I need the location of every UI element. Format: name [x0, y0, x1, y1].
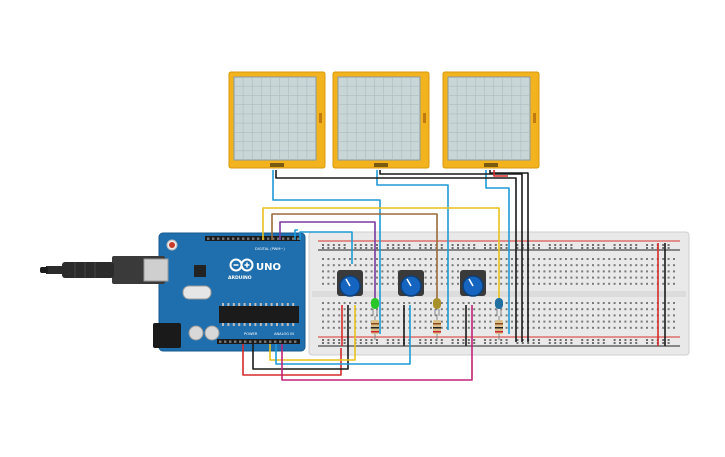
resistor-1[interactable]: [371, 316, 379, 340]
arduino-brand-text: ARDUINO: [228, 275, 252, 281]
atmega-chip: [219, 306, 299, 323]
digital-header-label: DIGITAL (PWM~): [255, 247, 285, 251]
wire-blue-header: [294, 229, 298, 240]
usb-cable: [40, 262, 114, 278]
analog-header-label: ANALOG IN: [274, 332, 294, 336]
sensor-module-1[interactable]: [228, 71, 326, 169]
power-analog-header[interactable]: [217, 339, 300, 344]
usb-port: [143, 258, 169, 282]
resistor-3[interactable]: [495, 316, 503, 340]
capacitor-1: [188, 325, 204, 341]
power-jack: [153, 323, 181, 348]
wire-sensor3-signal: [485, 170, 510, 334]
wire-sensor1-ground: [275, 170, 517, 342]
potentiometer-3[interactable]: [460, 270, 486, 297]
sensor-module-2[interactable]: [332, 71, 430, 169]
sensor-screen-1: [233, 76, 317, 161]
wire-yellow-a0: [269, 305, 356, 361]
arduino-uno-board[interactable]: UNO ARDUINO DIGITAL (PWM~) POWER ANALOG …: [112, 232, 306, 352]
sensor-module-3[interactable]: [442, 71, 540, 169]
resistor-2[interactable]: [433, 316, 441, 340]
sensor-screen-2: [337, 76, 421, 161]
potentiometer-2[interactable]: [398, 270, 424, 297]
wire-black-gnd: [252, 305, 349, 370]
wire-sensor-power: [493, 170, 508, 177]
potentiometer-1[interactable]: [337, 270, 363, 297]
led-green[interactable]: [371, 298, 379, 316]
uno-logo-text: UNO: [256, 262, 281, 273]
atmega-chip-pins: [222, 303, 295, 326]
wire-brown: [271, 213, 438, 300]
wire-purple: [279, 221, 376, 300]
wire-magenta-a2: [281, 305, 473, 381]
led-blue[interactable]: [495, 298, 503, 316]
wire-sensor1-signal: [272, 170, 381, 334]
wire-red-5v: [242, 344, 342, 376]
crystal-oscillator: [182, 285, 212, 300]
power-header-label: POWER: [244, 332, 258, 336]
reset-button-cap: [169, 242, 175, 248]
wire-blue-a1: [275, 305, 411, 365]
wire-yellow: [262, 207, 500, 300]
wire-blue-pot1: [299, 231, 353, 264]
led-yellow[interactable]: [433, 298, 441, 316]
sensor-screen-3: [447, 76, 531, 161]
wire-sensor3-ground: [489, 170, 529, 342]
capacitor-2: [204, 325, 220, 341]
wires: [242, 170, 666, 381]
wire-sensor2-ground: [379, 170, 523, 342]
arduino-logo: [229, 258, 254, 272]
usb-chip: [194, 265, 206, 277]
sensor-modules: [228, 71, 540, 169]
